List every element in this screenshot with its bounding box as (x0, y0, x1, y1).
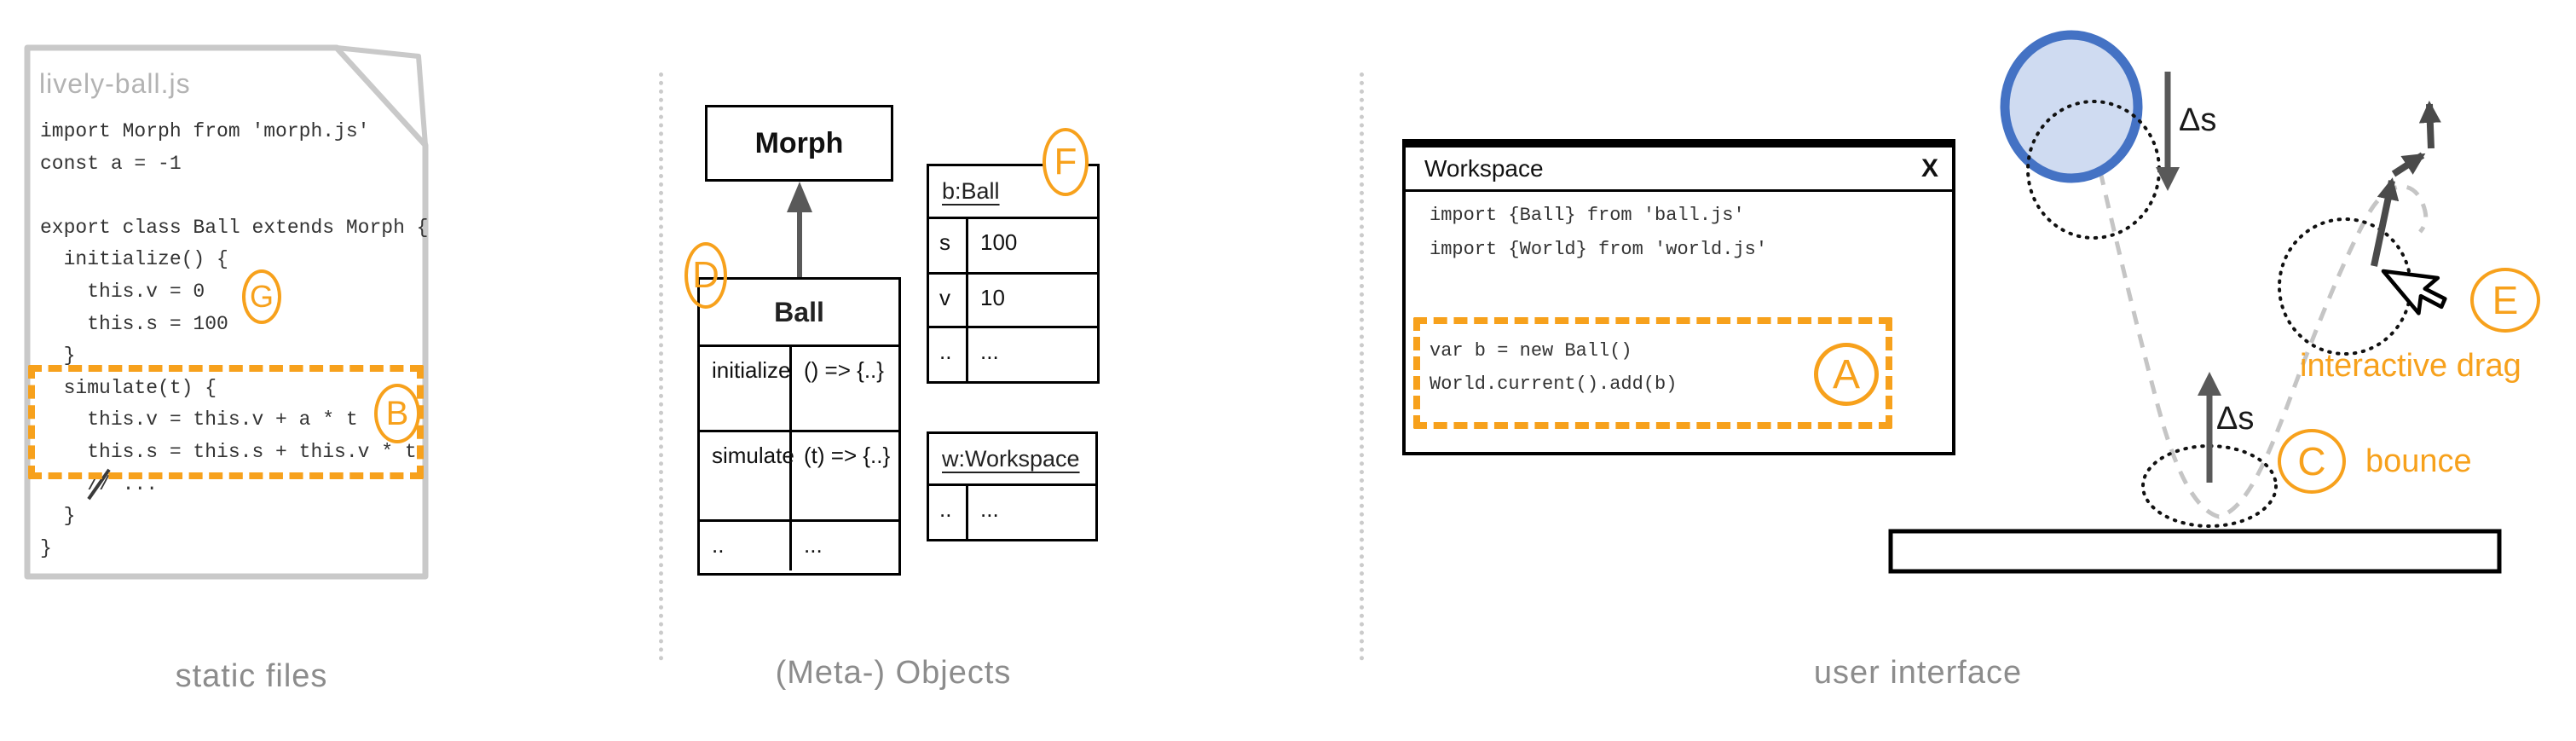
section-separator-left (659, 72, 663, 661)
workspace-code-line[interactable]: import {Ball} from 'ball.js' (1430, 205, 1745, 226)
file-code-line: simulate(t) { (40, 376, 217, 399)
annotation-circle-f: F (1043, 128, 1089, 196)
workspace-code-editor[interactable]: import {Ball} from 'ball.js' import {Wor… (1430, 199, 1767, 402)
file-code-line: this.s = 100 (40, 312, 228, 335)
workspace-window: Workspace X import {Ball} from 'ball.js'… (1402, 139, 1955, 455)
trajectory-dashed-path (2077, 78, 2429, 519)
b-ball-field-value: ... (980, 339, 999, 364)
w-workspace-field-name: .. (929, 486, 968, 539)
section-separator-right (1360, 72, 1364, 661)
ball-class-title-cell: Ball (700, 280, 898, 347)
file-card-outline (24, 44, 429, 580)
ball-class-box: Ball initialize () => {..} simulate (t) … (697, 277, 901, 576)
morph-class-title: Morph (754, 126, 844, 159)
annotation-circle-g: G (242, 269, 281, 324)
annotation-circle-c: C (2278, 429, 2346, 494)
b-ball-object-box: b:Ball s 100 v 10 .. ... (927, 164, 1100, 384)
file-code-line: } (40, 536, 52, 559)
file-code-line: } (40, 344, 76, 368)
workspace-window-title: Workspace (1424, 154, 1544, 182)
workspace-titlebar[interactable]: Workspace X (1406, 148, 1952, 192)
interactive-drag-label: interactive drag (2300, 348, 2521, 384)
w-workspace-field-value: ... (980, 496, 999, 522)
annotation-circle-a: A (1814, 343, 1879, 406)
ball-class-method-value: ... (804, 532, 823, 558)
b-ball-field-name: s (929, 219, 968, 275)
file-code-line: export class Ball extends Morph { (40, 216, 429, 239)
delta-s-bounce-label: Δs (2216, 401, 2255, 437)
file-code-line: this.s = this.s + this.v * t (40, 440, 417, 463)
annotation-letter-f: F (1054, 141, 1077, 182)
annotation-circle-b: B (374, 384, 420, 443)
caption-user-interface: user interface (1813, 655, 2023, 691)
caption-static-files: static files (175, 658, 328, 694)
annotation-circle-d: D (684, 242, 727, 309)
workspace-code-line[interactable]: var b = new Ball() (1430, 339, 1632, 362)
ball-class-method-name: initialize (700, 347, 792, 432)
delta-s-down-arrow-icon (2156, 72, 2180, 191)
b-ball-field-name: .. (929, 328, 968, 381)
bounce-label: bounce (2365, 443, 2472, 479)
delta-s-up-arrow-icon (2198, 372, 2221, 483)
b-ball-field-value: 100 (968, 219, 1097, 275)
file-code-line: import Morph from 'morph.js' (40, 120, 370, 142)
annotation-letter-g: G (249, 279, 274, 314)
annotation-circle-e: E (2470, 268, 2540, 333)
b-ball-field-value: 10 (968, 275, 1097, 328)
file-code-line: const a = -1 (40, 152, 182, 175)
highlight-box-b (28, 365, 424, 479)
w-workspace-title-cell: w:Workspace (929, 434, 1095, 486)
file-name: lively-ball.js (39, 68, 191, 99)
ball-class-title: Ball (774, 296, 824, 327)
workspace-code-line[interactable]: import {World} from 'world.js' (1430, 238, 1768, 260)
ground-morph (1888, 529, 2502, 574)
ball-class-method-value: (t) => {..} (792, 432, 898, 522)
w-workspace-title: w:Workspace (942, 445, 1080, 472)
workspace-code-line[interactable]: World.current().add(b) (1430, 373, 1678, 396)
annotation-letter-c: C (2297, 439, 2326, 483)
ball-class-method-name: simulate (700, 432, 794, 522)
b-ball-title-cell: b:Ball (929, 166, 1097, 219)
ball-ghost-drag-circle (2278, 217, 2412, 356)
inheritance-arrow-icon (787, 182, 812, 277)
file-code-line: initialize() { (40, 248, 228, 271)
drag-path-arrows-icon (2371, 101, 2441, 267)
delta-s-fall-label: Δs (2179, 102, 2217, 138)
annotation-letter-b: B (385, 394, 409, 432)
annotation-letter-d: D (692, 254, 719, 296)
caption-meta-objects: (Meta-) Objects (775, 655, 1012, 691)
ball-class-method-name: .. (700, 522, 792, 570)
b-ball-title: b:Ball (942, 178, 1000, 204)
annotation-letter-e: E (2492, 278, 2519, 322)
close-icon[interactable]: X (1920, 153, 1938, 182)
ball-class-method-value: () => {..} (792, 347, 898, 432)
w-workspace-object-box: w:Workspace .. ... (927, 431, 1098, 541)
b-ball-field-name: v (929, 275, 968, 328)
cursor-icon (2381, 269, 2447, 316)
file-code-line: this.v = 0 (40, 280, 205, 303)
highlight-box-a (1413, 317, 1892, 429)
annotation-letter-a: A (1832, 351, 1860, 397)
file-card-fold-icon (334, 45, 428, 148)
file-code-line: this.v = this.v + a * t (40, 408, 358, 431)
file-code-line: } (40, 505, 76, 528)
morph-class-box: Morph (705, 105, 893, 182)
file-code-block: import Morph from 'morph.js' const a = -… (40, 116, 428, 564)
source-file-card (24, 44, 429, 580)
